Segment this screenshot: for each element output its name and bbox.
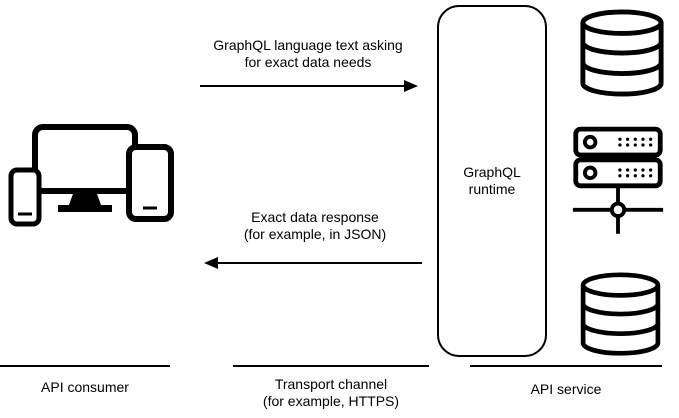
transport-label-line1: Transport channel [274,376,388,392]
response-arrow-label: Exact data response (for example, in JSO… [210,209,420,243]
consumer-underline [0,365,170,367]
api-service-label: API service [530,381,602,397]
api-consumer-label: API consumer [41,379,129,395]
response-label-line1: Exact data response [251,209,379,225]
response-label-line2: (for example, in JSON) [243,226,387,242]
transport-underline [233,365,429,367]
server-icon [572,126,664,234]
request-arrow-label: GraphQL language text asking for exact d… [198,37,418,71]
runtime-label-line2: runtime [468,181,516,197]
runtime-label-line1: GraphQL [463,164,521,180]
database-top-icon [580,9,664,97]
service-underline [470,365,662,367]
request-label-line2: for exact data needs [244,54,372,70]
transport-label-line2: (for example, HTTPS) [262,393,400,409]
request-label-line1: GraphQL language text asking [213,37,403,53]
transport-channel-label: Transport channel (for example, HTTPS) [233,376,429,410]
client-devices-icon [8,124,174,227]
request-arrow [200,80,418,92]
graphql-runtime-box: GraphQL runtime [437,5,547,357]
database-bottom-icon [580,272,661,356]
response-arrow [204,257,422,269]
